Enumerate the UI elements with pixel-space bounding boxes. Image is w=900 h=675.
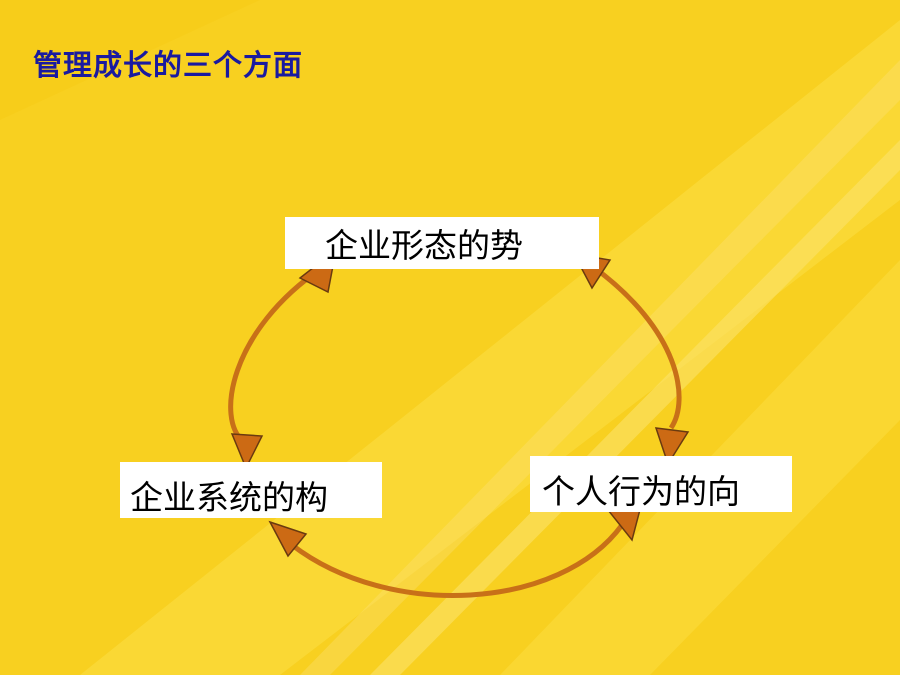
arrow-head-right (654, 427, 690, 466)
page-title: 管理成长的三个方面 (33, 48, 304, 82)
arc-bottom (290, 523, 625, 599)
node-enterprise-system: 企业系统的构 (120, 462, 382, 518)
arc-left (228, 265, 324, 444)
node-enterprise-form: 企业形态的势 (285, 217, 599, 269)
node-individual-behavior: 个人行为的向 (530, 456, 792, 512)
arrow-head-bottom-left (268, 520, 308, 558)
arrow-head-left (230, 433, 264, 470)
arc-right (590, 263, 682, 430)
